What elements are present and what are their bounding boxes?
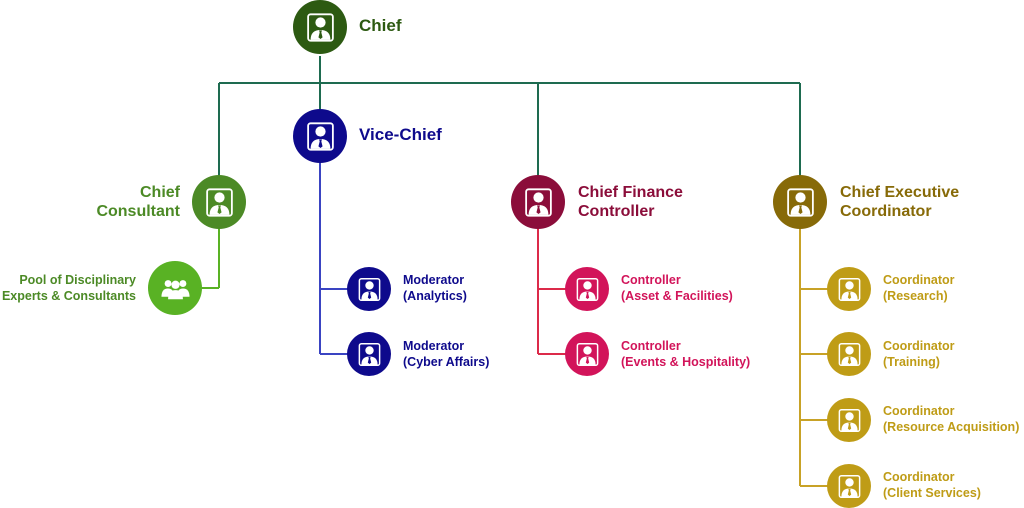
controller-asset-label: Controller (Asset & Facilities) [621,273,733,304]
vice-chief-title: Vice-Chief [359,125,442,144]
person-icon [838,408,860,432]
coordinator-resource-line1: Coordinator [883,404,955,418]
person-icon [306,12,334,42]
person-icon [838,277,860,301]
controller-asset-line2: (Asset & Facilities) [621,288,733,303]
moderator-cyber-node [347,332,391,376]
controller-asset-line1: Controller [621,273,681,287]
pool-label: Pool of Disciplinary Experts & Consultan… [2,273,136,304]
finance-head-line2: Controller [578,203,655,220]
person-icon [358,342,380,366]
person-icon [786,187,814,217]
moderator-cyber-label: Moderator (Cyber Affairs) [403,339,489,370]
person-icon [838,474,860,498]
coordinator-research-node [827,267,871,311]
controller-events-line1: Controller [621,339,681,353]
person-icon [524,187,552,217]
vice-chief-node [293,109,347,163]
controller-asset-node [565,267,609,311]
chief-consultant-line2: Consultant [96,203,180,220]
coordinator-training-line1: Coordinator [883,339,955,353]
chief-consultant-label: Chief Consultant [96,183,180,221]
coordinator-training-line2: (Training) [883,354,940,369]
coordinator-client-line2: (Client Services) [883,485,981,500]
chief-consultant-line1: Chief [140,184,180,201]
chief-title: Chief [359,16,402,35]
finance-head-line1: Chief Finance [578,184,683,201]
chief-label: Chief [359,16,402,35]
moderator-analytics-line1: Moderator [403,273,465,287]
moderator-analytics-label: Moderator (Analytics) [403,273,467,304]
person-icon [576,342,598,366]
executive-head-node [773,175,827,229]
controller-events-label: Controller (Events & Hospitality) [621,339,750,370]
coordinator-research-line2: (Research) [883,288,948,303]
coordinator-client-line1: Coordinator [883,470,955,484]
coordinator-training-label: Coordinator (Training) [883,339,955,370]
controller-events-line2: (Events & Hospitality) [621,354,751,369]
chief-consultant-node [192,175,246,229]
executive-head-label: Chief Executive Coordinator [840,183,959,221]
executive-head-line1: Chief Executive [840,184,960,201]
coordinator-resource-label: Coordinator (Resource Acquisition) [883,404,1019,435]
coordinator-research-label: Coordinator (Research) [883,273,955,304]
vice-chief-label: Vice-Chief [359,125,442,144]
coordinator-resource-node [827,398,871,442]
executive-head-line2: Coordinator [840,203,932,220]
coordinator-training-node [827,332,871,376]
moderator-analytics-line2: (Analytics) [403,288,467,303]
pool-line1: Pool of Disciplinary [19,273,136,287]
finance-head-node [511,175,565,229]
moderator-cyber-line1: Moderator [403,339,465,353]
person-icon [306,121,334,151]
moderator-cyber-line2: (Cyber Affairs) [403,354,490,369]
coordinator-client-node [827,464,871,508]
coordinator-client-label: Coordinator (Client Services) [883,470,981,501]
group-icon [160,279,190,299]
pool-line2: Experts & Consultants [1,288,136,303]
coordinator-research-line1: Coordinator [883,273,955,287]
person-icon [838,342,860,366]
chief-node [293,0,347,54]
person-icon [205,187,233,217]
moderator-analytics-node [347,267,391,311]
finance-head-label: Chief Finance Controller [578,183,683,221]
controller-events-node [565,332,609,376]
person-icon [576,277,598,301]
person-icon [358,277,380,301]
coordinator-resource-line2: (Resource Acquisition) [883,419,1020,434]
pool-node [148,261,202,315]
